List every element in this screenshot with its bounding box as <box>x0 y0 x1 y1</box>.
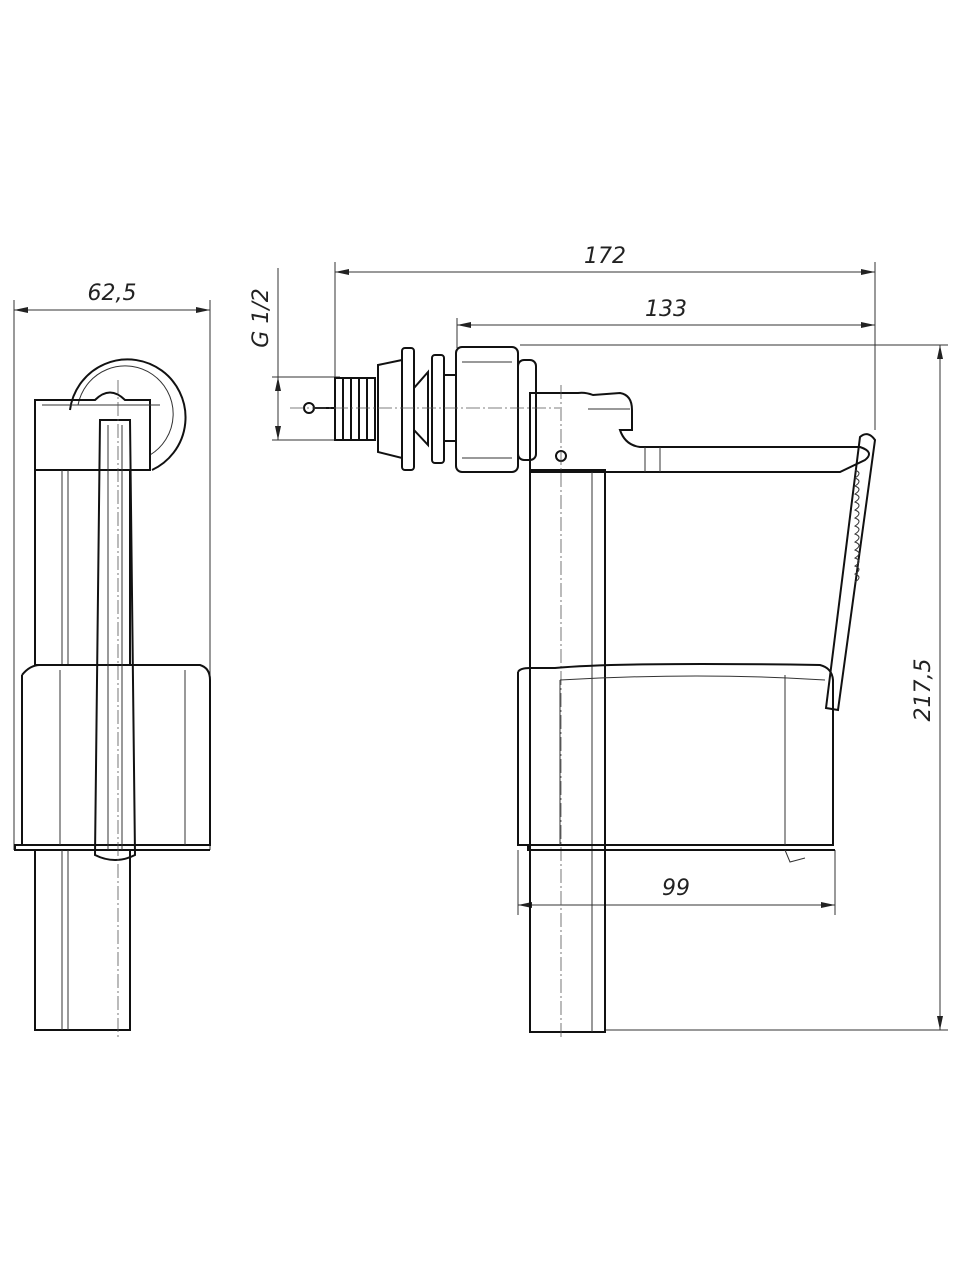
inlet-fitting <box>290 346 560 473</box>
dim-label-172: 172 <box>584 244 626 269</box>
union-nut <box>455 346 519 473</box>
float <box>14 664 211 851</box>
dimension-thread: G 1/2 <box>249 268 340 441</box>
adjustment-rod <box>824 433 877 712</box>
tube-upper <box>34 469 131 666</box>
dim-label-133: 133 <box>645 297 687 322</box>
dim-label-g-1-2: G 1/2 <box>249 288 274 347</box>
dim-label-99: 99 <box>662 876 690 901</box>
valve-tube <box>529 471 606 1033</box>
dim-label-62-5: 62,5 <box>88 281 137 306</box>
valve-head <box>34 391 151 471</box>
front-view: 172 133 G 1/2 217,5 99 <box>249 244 948 1040</box>
dimension-133: 133 <box>456 297 875 348</box>
dimension-172: 172 <box>334 244 876 430</box>
dimension-217-5: 217,5 <box>520 344 948 1031</box>
tube-lower <box>34 849 131 1031</box>
thread <box>334 377 376 441</box>
dimension-99: 99 <box>517 850 836 915</box>
valve-head-and-arm <box>529 391 870 473</box>
dimension-62-5: 62,5 <box>13 281 211 850</box>
float-body <box>517 663 835 851</box>
side-view: 62,5 <box>13 281 211 1040</box>
ring-nut <box>69 358 187 471</box>
dim-label-217-5: 217,5 <box>911 659 936 722</box>
lever-strip <box>93 419 137 861</box>
